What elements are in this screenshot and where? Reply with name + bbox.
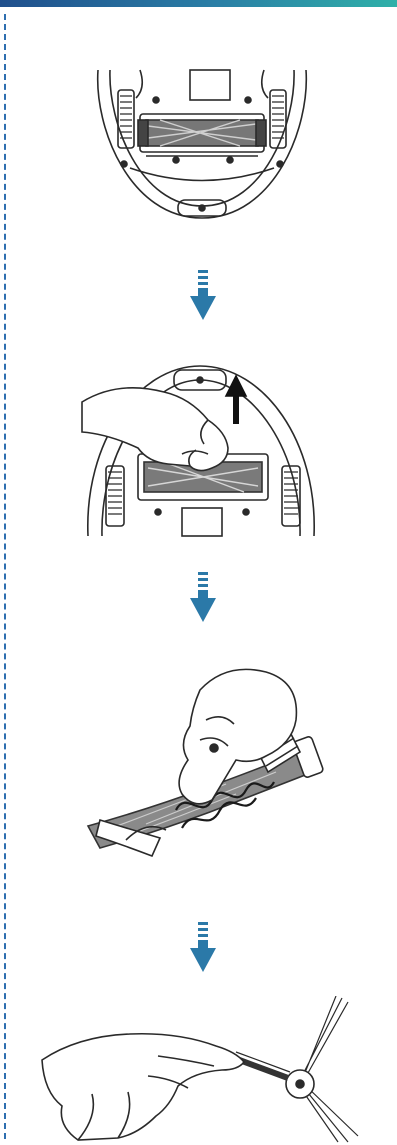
- dashed-margin-rule: [4, 14, 6, 1139]
- step-4-side-brush-illustration: [38, 996, 360, 1144]
- step-2-lift-brush-illustration: [78, 362, 323, 538]
- header-gradient-bar: [0, 0, 397, 7]
- down-arrow-icon: [190, 572, 216, 624]
- step-3-remove-hair-illustration: [86, 660, 326, 860]
- step-1-robot-underside-illustration: [90, 68, 315, 228]
- down-arrow-icon: [190, 922, 216, 974]
- down-arrow-icon: [190, 270, 216, 322]
